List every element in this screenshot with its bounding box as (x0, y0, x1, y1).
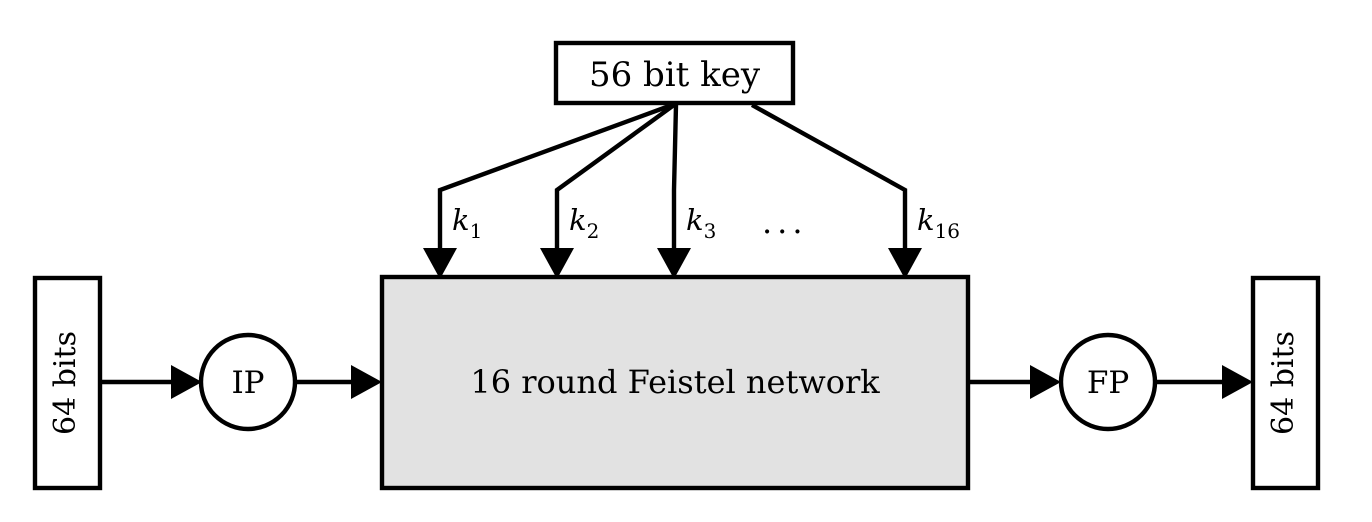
input-box-label: 64 bits (48, 331, 83, 435)
subkey-base-k1: k (452, 203, 470, 237)
subkey-sub-k16: 16 (935, 219, 960, 243)
arrowhead-input-ip (171, 365, 202, 399)
subkey-line-k2 (554, 103, 676, 252)
ip-node-group: IP (198, 332, 298, 432)
output-box (1250, 275, 1321, 491)
subkey-base-k16: k (917, 203, 935, 237)
subkey-line-k1 (437, 102, 673, 252)
subkey-base-k2: k (569, 203, 587, 237)
feistel-box-group: 16 round Feistel network (379, 274, 971, 491)
subkey-label-k1: k1 (452, 203, 482, 243)
arrowhead-k3 (657, 248, 691, 279)
arrowhead-k16 (888, 248, 922, 279)
subkey-sub-k2: 2 (587, 219, 600, 243)
subkey-ellipsis: ... (762, 203, 808, 241)
edge-ip-to-feistel (295, 365, 382, 399)
key-box-group: 56 bit key (553, 40, 796, 106)
subkey-line-k16 (750, 103, 908, 252)
subkey-label-k3: k3 (686, 203, 716, 243)
input-box (32, 275, 103, 491)
subkey-label-k16: k16 (917, 203, 960, 243)
output-box-group: 64 bits (1250, 275, 1321, 491)
edge-feistel-to-fp (968, 365, 1061, 399)
output-box-label: 64 bits (1266, 331, 1301, 435)
fp-node-label: FP (1087, 365, 1129, 401)
subkey-fanout-lines (437, 102, 908, 252)
arrowhead-k2 (540, 248, 574, 279)
feistel-box-label: 16 round Feistel network (470, 363, 880, 401)
arrowhead-k1 (423, 248, 457, 279)
subkey-base-k3: k (686, 203, 704, 237)
arrowhead-feistel-fp (1030, 365, 1061, 399)
subkey-label-k2: k2 (569, 203, 599, 243)
arrowhead-ip-feistel (351, 365, 382, 399)
subkey-arrowheads (423, 248, 922, 279)
key-box-label: 56 bit key (589, 55, 761, 95)
edge-input-to-ip (100, 365, 202, 399)
edge-fp-to-output (1155, 365, 1253, 399)
fp-node-group: FP (1058, 332, 1158, 432)
key-box (553, 40, 796, 106)
subkey-sub-k1: 1 (470, 219, 483, 243)
arrowhead-fp-output (1222, 365, 1253, 399)
input-box-group: 64 bits (32, 275, 103, 491)
subkey-sub-k3: 3 (704, 219, 717, 243)
ip-node-label: IP (231, 365, 264, 401)
subkey-labels: k1 k2 k3 ... k16 (452, 203, 960, 243)
subkey-line-k3 (671, 104, 679, 252)
